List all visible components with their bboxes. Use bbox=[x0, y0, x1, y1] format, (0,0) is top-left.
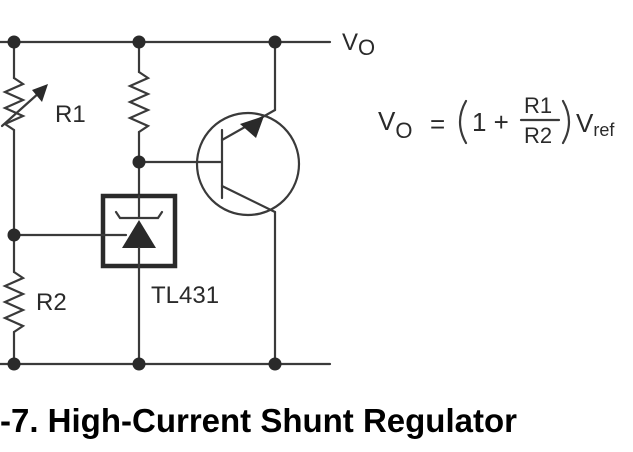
pullup-resistor bbox=[127, 40, 151, 198]
r2-resistor bbox=[2, 233, 26, 366]
svg-text:VO: VO bbox=[378, 106, 412, 143]
right-paren bbox=[561, 99, 571, 145]
left-paren bbox=[458, 99, 468, 145]
tl431-shunt-reference bbox=[12, 193, 178, 366]
r2-label: R2 bbox=[36, 289, 67, 316]
tl431-label: TL431 bbox=[151, 282, 219, 309]
vo-output-label: VO bbox=[342, 29, 375, 60]
pnp-transistor bbox=[195, 40, 301, 366]
r1-label: R1 bbox=[55, 101, 86, 128]
svg-text:R1: R1 bbox=[524, 93, 552, 118]
junction-dots bbox=[7, 35, 282, 371]
svg-text:Vref: Vref bbox=[576, 108, 615, 140]
svg-text:1 +: 1 + bbox=[472, 107, 509, 137]
output-voltage-equation: VO = 1 + R1 R2 Vref bbox=[378, 93, 615, 148]
svg-text:=: = bbox=[430, 109, 445, 139]
figure-caption: -7. High-Current Shunt Regulator bbox=[0, 402, 517, 439]
svg-text:R2: R2 bbox=[524, 123, 552, 148]
r1-variable-resistor bbox=[0, 40, 48, 237]
